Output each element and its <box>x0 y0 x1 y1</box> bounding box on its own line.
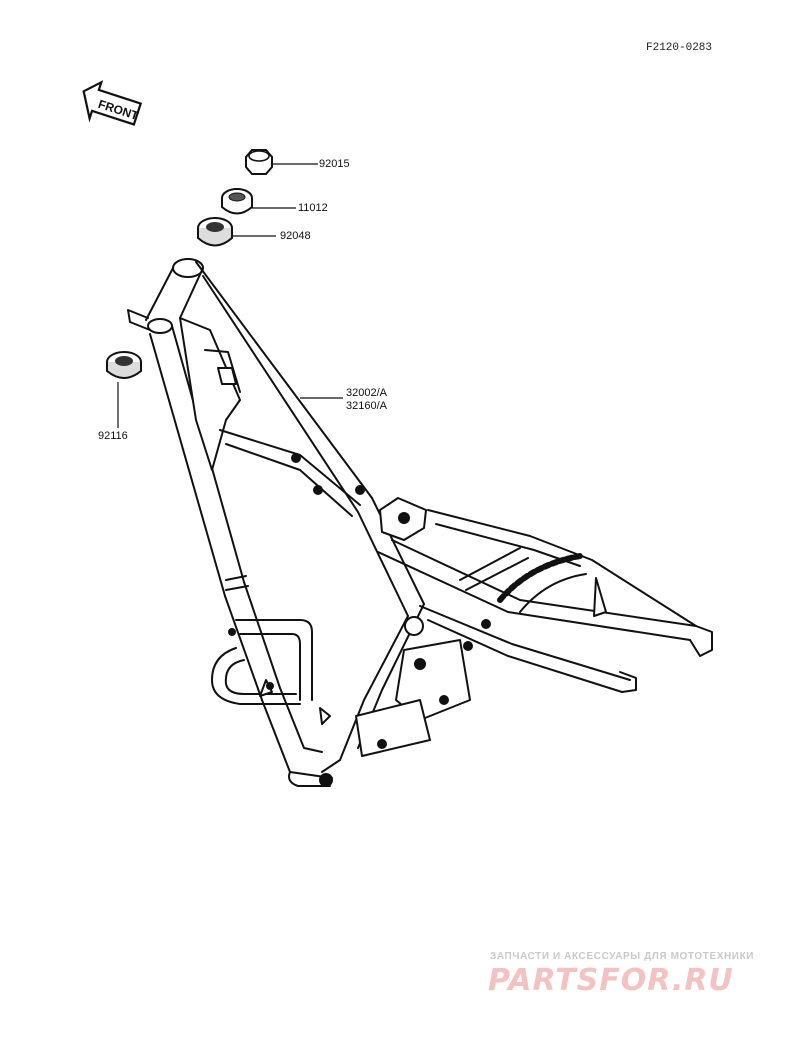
motorcycle-frame <box>127 258 713 787</box>
part-label-92116: 92116 <box>98 430 128 442</box>
part-label-32002a: 32002/A <box>346 387 387 399</box>
part-label-92048: 92048 <box>280 230 311 242</box>
bearing-92116-icon <box>106 351 142 428</box>
cap-11012-icon <box>221 188 296 215</box>
watermark-brand: PARTSFOR.RU <box>488 963 734 998</box>
watermark-tagline: ЗАПЧАСТИ И АКСЕССУАРЫ ДЛЯ МОТОТЕХНИКИ <box>490 951 755 962</box>
figure-ref: F2120-0283 <box>646 42 713 54</box>
front-arrow-icon: FRONT <box>82 80 143 126</box>
part-label-92015: 92015 <box>319 158 350 170</box>
part-label-32160a: 32160/A <box>346 400 387 412</box>
bearing-92048-icon <box>197 217 276 247</box>
part-label-11012: 11012 <box>298 202 328 214</box>
nut-92015-icon <box>245 149 318 175</box>
